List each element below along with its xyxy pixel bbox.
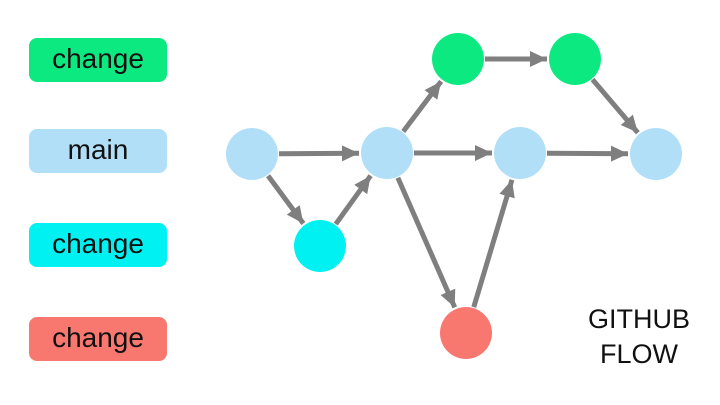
commit-node-main-1 bbox=[226, 128, 278, 180]
edge-red-1-to-main-3 bbox=[471, 179, 515, 308]
commit-node-main-4 bbox=[630, 128, 682, 180]
commit-node-green-1 bbox=[432, 33, 484, 85]
legend-label-change-red: change bbox=[52, 321, 144, 353]
legend-item-change-green: change bbox=[29, 38, 167, 82]
edge-green-2-to-main-4 bbox=[590, 77, 640, 135]
title-line-2: FLOW bbox=[600, 339, 678, 369]
edge-main-3-to-main-4 bbox=[546, 145, 629, 162]
edge-main-2-to-green-1 bbox=[401, 79, 444, 133]
title-line-1: GITHUB bbox=[587, 304, 690, 334]
commit-node-red-1 bbox=[440, 307, 492, 359]
legend-label-change-green: change bbox=[52, 42, 144, 74]
legend-item-change-red: change bbox=[29, 317, 167, 361]
legend-label-change-cyan: change bbox=[52, 227, 144, 259]
branch-legend: change main change change bbox=[0, 0, 200, 405]
commit-node-cyan-1 bbox=[294, 220, 346, 272]
edge-main-2-to-red-1 bbox=[395, 176, 458, 309]
commit-node-green-2 bbox=[549, 33, 601, 85]
legend-item-change-cyan: change bbox=[29, 223, 167, 267]
legend-label-main: main bbox=[67, 133, 129, 165]
commit-node-main-2 bbox=[361, 127, 413, 179]
legend-item-main: main bbox=[29, 129, 167, 173]
edge-main-1-to-main-2 bbox=[278, 145, 360, 162]
edge-main-1-to-cyan-1 bbox=[266, 174, 306, 225]
commit-node-main-3 bbox=[494, 127, 546, 179]
diagram-title: GITHUB FLOW bbox=[568, 302, 710, 372]
edge-cyan-1-to-main-2 bbox=[333, 174, 373, 226]
